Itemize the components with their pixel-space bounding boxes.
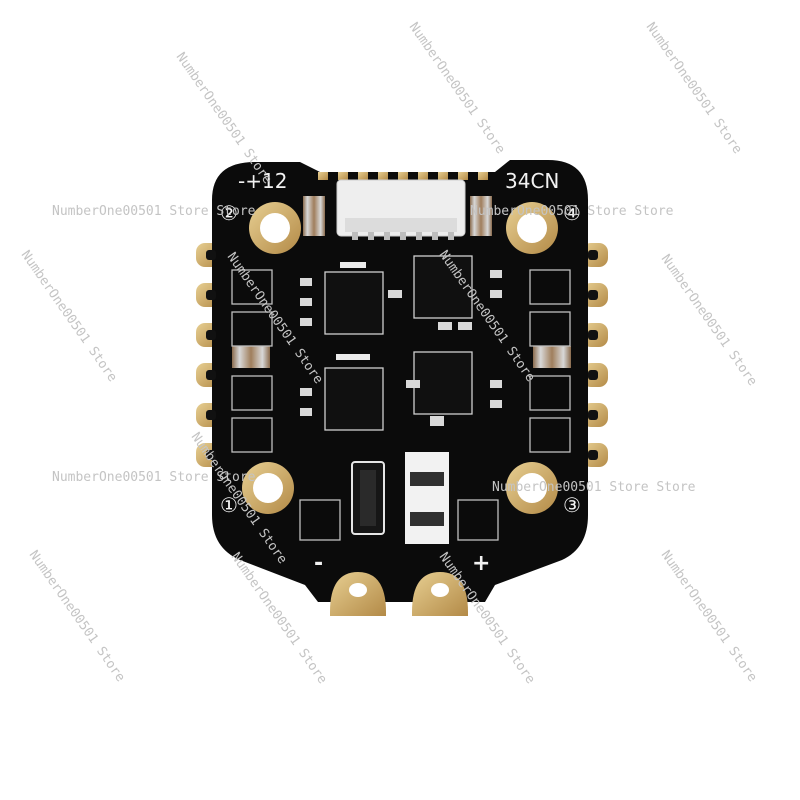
- bottom-components: [351, 452, 449, 544]
- mount-label-1: ①: [220, 493, 238, 517]
- center-ics: [324, 255, 473, 431]
- jst-connector: [336, 179, 466, 240]
- top-connector-pins: [318, 172, 488, 180]
- mosfet-outlines: [231, 269, 571, 541]
- label-top-right: 34CN: [505, 169, 559, 193]
- edge-pad-holes: [206, 250, 598, 460]
- mount-label-4: ④: [563, 201, 581, 225]
- small-components: [300, 262, 502, 426]
- pad-label-plus: +: [472, 551, 490, 576]
- top-capacitors: [232, 196, 571, 368]
- mount-label-3: ③: [563, 493, 581, 517]
- label-top-left: -+12: [238, 169, 287, 193]
- mounting-holes: [242, 202, 558, 514]
- battery-pads: [330, 572, 468, 616]
- pad-label-minus: -: [314, 551, 323, 576]
- mount-label-2: ②: [220, 201, 238, 225]
